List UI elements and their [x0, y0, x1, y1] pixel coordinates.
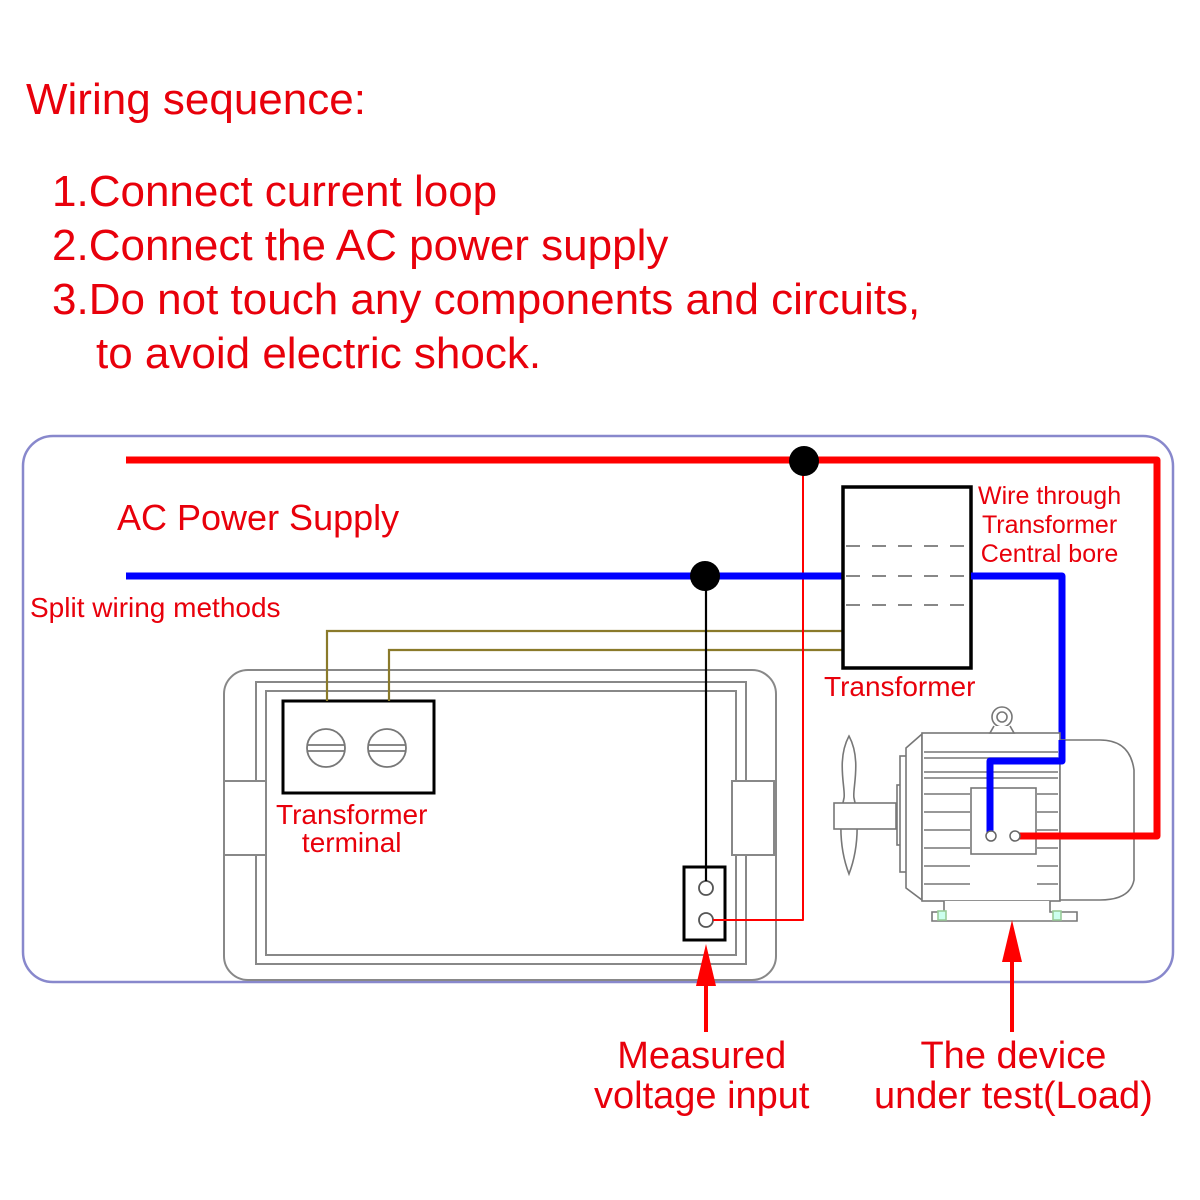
arrow-up-icon: [696, 944, 716, 1032]
current-transformer: [841, 485, 973, 670]
measured-label-line: voltage input: [594, 1075, 810, 1117]
wiring-sequence-title: Wiring sequence:: [26, 75, 366, 124]
bore-label-line: Wire through: [978, 482, 1122, 510]
step-1: 1.Connect current loop: [52, 167, 498, 216]
diagram-frame: [21, 434, 1175, 984]
device-under-test-label: The device under test(Load): [874, 1036, 1153, 1116]
motor-terminal-live: [1009, 830, 1021, 842]
screw-icon: [306, 728, 346, 768]
load-label-line: under test(Load): [874, 1075, 1153, 1117]
screw-icon: [367, 728, 407, 768]
transformer-terminal-label: Transformer terminal: [276, 801, 427, 857]
terminal-label-line: Transformer: [276, 799, 428, 830]
transformer-sense-wires: [325, 629, 842, 701]
arrow-up-icon: [1002, 920, 1022, 1032]
step-3-continued: to avoid electric shock.: [96, 329, 542, 378]
load-label-line: The device: [920, 1035, 1107, 1077]
motor-terminal-neutral: [985, 830, 997, 842]
transformer-terminal-block: [281, 699, 436, 795]
bore-label-line: Transformer: [981, 511, 1118, 539]
live-junction-dot: [789, 446, 819, 476]
measured-label-line: Measured: [617, 1035, 787, 1077]
bore-label-line: Central bore: [980, 540, 1119, 568]
meter-right-clip: [731, 780, 775, 856]
motor-neutral-lead: [986, 740, 1066, 836]
motor-icon: [833, 706, 1135, 922]
voltage-input-terminal: [682, 865, 727, 942]
step-2: 2.Connect the AC power supply: [52, 221, 669, 270]
transformer-label: Transformer: [824, 671, 976, 702]
terminal-label-line: terminal: [301, 827, 402, 858]
ac-power-supply-label: AC Power Supply: [117, 497, 400, 538]
measured-voltage-input-label: Measured voltage input: [594, 1036, 810, 1116]
step-3: 3.Do not touch any components and circui…: [52, 275, 921, 324]
meter-device: [223, 669, 777, 981]
neutral-junction-dot: [690, 561, 720, 591]
split-wiring-label: Split wiring methods: [30, 592, 281, 623]
wire-through-bore-label: Wire through Transformer Central bore: [978, 482, 1121, 569]
meter-left-clip: [223, 780, 267, 856]
